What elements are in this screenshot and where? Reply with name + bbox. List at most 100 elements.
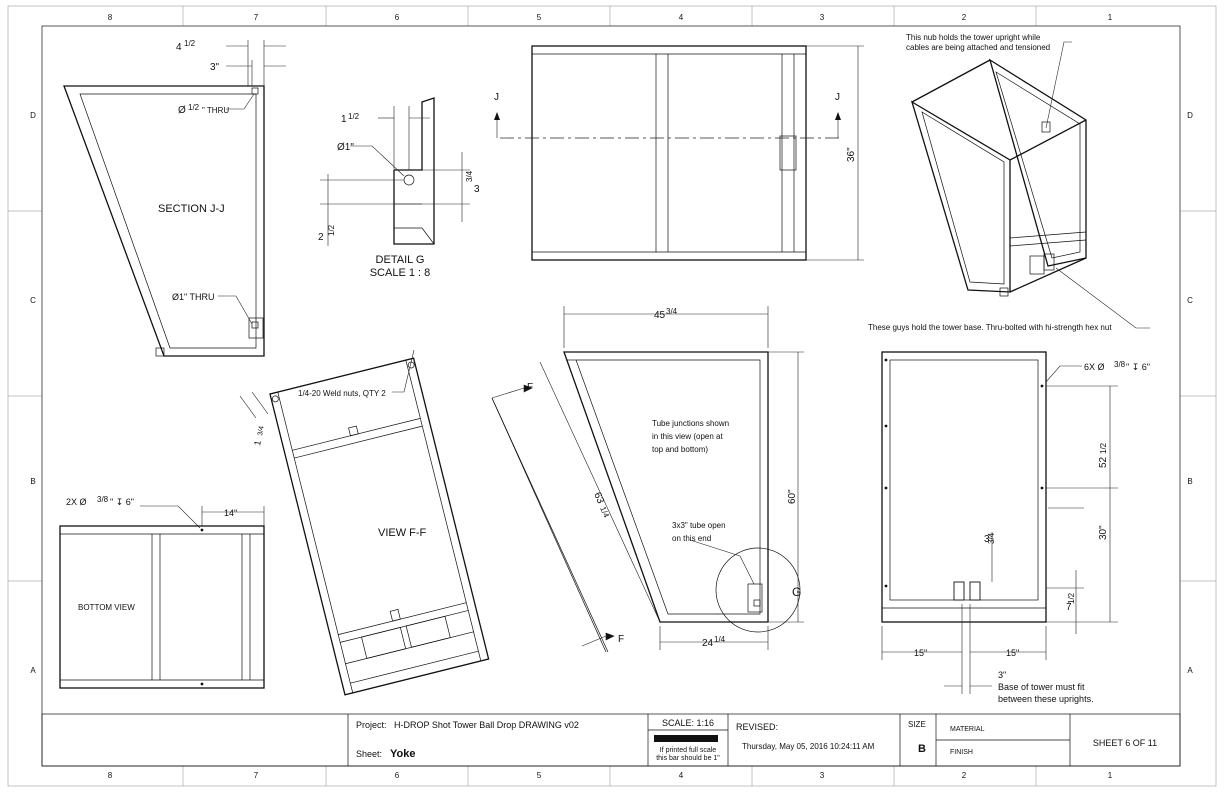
zone-col-bottom-6: 6 — [395, 771, 400, 780]
zone-row-right-d: D — [1187, 111, 1193, 120]
iso-note-nub-2: cables are being attached and tensioned — [906, 43, 1050, 52]
side-view-width-dim: 45 — [654, 310, 666, 321]
bottom-view-holes-frac: 3/8 — [97, 495, 109, 504]
sheet-number: SHEET 6 OF 11 — [1093, 738, 1157, 748]
view-ff-weld-nuts: 1/4-20 Weld nuts, QTY 2 — [298, 389, 386, 398]
zone-col-bottom-8: 8 — [108, 771, 113, 780]
scale-note-1: If printed full scale — [660, 747, 717, 754]
scale-note-2: this bar should be 1" — [656, 755, 720, 762]
side-view-note-junctions-3: top and bottom) — [652, 445, 708, 454]
detail-g-title: DETAIL G — [376, 254, 425, 266]
zone-col-bottom-3: 3 — [820, 771, 825, 780]
side-view-bottom-dim: 24 — [702, 638, 714, 649]
scale-bar — [654, 735, 718, 742]
view-ff-title: VIEW F-F — [378, 527, 427, 539]
front-view: 6X Ø 3/8 " ↧ 6" 52 1/2 30" 3 3/4 7 1/2 1… — [881, 351, 1150, 704]
front-view-holes-frac: 3/8 — [1114, 360, 1126, 369]
front-view-dim-15-left: 15" — [914, 648, 927, 658]
top-view: J J 36" — [494, 45, 864, 261]
top-view-section-j-left: J — [494, 92, 499, 103]
section-jj-dim-top: 4 — [176, 42, 182, 53]
zone-col-bottom-2: 2 — [962, 771, 967, 780]
zone-row-left-c: C — [30, 296, 36, 305]
side-view-diag-dim: 63 — [591, 491, 606, 506]
bottom-view-dim-14: 14" — [224, 508, 237, 518]
side-view-note-tube-2: on this end — [672, 534, 711, 543]
zone-row-right-b: B — [1187, 477, 1192, 486]
front-view-dim-7-frac: 1/2 — [1067, 592, 1076, 604]
front-view-dim-15-right: 15" — [1006, 648, 1019, 658]
side-view-note-junctions-1: Tube junctions shown — [652, 419, 729, 428]
project-label: Project: — [356, 720, 387, 730]
title-block: Project: H-DROP Shot Tower Ball Drop DRA… — [41, 713, 1181, 767]
detail-g-dim-d-frac: 1/2 — [327, 224, 336, 236]
top-view-height-dim: 36" — [846, 147, 857, 162]
revised-value: Thursday, May 05, 2016 10:24:11 AM — [742, 742, 875, 751]
detail-g-dim-a: 1 — [341, 114, 347, 125]
detail-g-dim-b: Ø1" — [337, 142, 354, 153]
zone-col-bottom-5: 5 — [537, 771, 542, 780]
front-view-holes: 6X Ø — [1084, 362, 1105, 372]
bottom-view: 2X Ø 3/8 " ↧ 6" 14" BOTTOM VIEW — [59, 495, 265, 689]
material-label: MATERIAL — [950, 726, 985, 733]
section-jj-hole-bottom: Ø1" THRU — [172, 292, 215, 302]
iso-note-base: These guys hold the tower base. Thru-bol… — [868, 323, 1112, 332]
finish-label: FINISH — [950, 749, 973, 756]
section-jj-view: 4 1/2 3" Ø 1/2 " THRU Ø1" THRU SECTION J… — [63, 39, 286, 357]
bottom-view-title: BOTTOM VIEW — [78, 603, 135, 612]
sheet-label: Sheet: — [356, 749, 382, 759]
top-view-section-j-right: J — [835, 92, 840, 103]
front-view-dim-3-frac: 3/4 — [987, 532, 996, 544]
section-jj-hole-top: Ø — [178, 105, 186, 116]
section-jj-hole-top-suffix: " THRU — [202, 106, 229, 115]
zone-col-top-6: 6 — [395, 13, 400, 22]
zone-col-bottom-1: 1 — [1108, 771, 1113, 780]
front-view-dim-7: 7 — [1066, 602, 1072, 613]
side-view-note-tube-1: 3x3" tube open — [672, 521, 726, 530]
side-view-height-dim: 60" — [787, 489, 798, 504]
zone-col-bottom-4: 4 — [679, 771, 684, 780]
detail-g-scale: SCALE 1 : 8 — [370, 267, 431, 279]
side-view-bottom-frac: 1/4 — [714, 635, 726, 644]
project-value: H-DROP Shot Tower Ball Drop DRAWING v02 — [394, 720, 579, 730]
scale-label: SCALE: 1:16 — [662, 718, 714, 728]
view-ff-dim-small-frac: 3/4 — [257, 425, 266, 436]
section-jj-title: SECTION J-J — [158, 203, 225, 215]
side-view-detail-g: G — [792, 585, 801, 599]
side-view: F F 45 3/4 63 1/4 60" Tube junctions sho… — [491, 306, 804, 653]
zone-row-left-b: B — [30, 477, 35, 486]
side-view-width-frac: 3/4 — [666, 307, 678, 316]
zone-labels: 8 7 6 5 4 3 2 1 8 7 6 5 4 3 2 1 D C B A … — [30, 13, 1193, 780]
section-jj-dim-top-frac: 1/2 — [184, 39, 196, 48]
zone-col-top-7: 7 — [254, 13, 259, 22]
front-view-note-base-1: Base of tower must fit — [998, 682, 1085, 692]
side-view-f-bottom: F — [618, 634, 624, 645]
front-view-dim-3: 3 — [984, 534, 990, 545]
zone-row-right-c: C — [1187, 296, 1193, 305]
sheet-value: Yoke — [390, 748, 415, 760]
front-view-dim-3in: 3" — [998, 670, 1006, 680]
detail-g-view: 1 1/2 Ø1" 3 3/4 2 1/2 DETAIL G SCALE 1 :… — [318, 97, 480, 279]
revised-label: REVISED: — [736, 722, 778, 732]
zone-row-right-a: A — [1187, 666, 1193, 675]
zone-col-top-5: 5 — [537, 13, 542, 22]
front-view-dim-52-frac: 1/2 — [1099, 442, 1108, 454]
front-view-note-base-2: between these uprights. — [998, 694, 1094, 704]
zone-col-top-4: 4 — [679, 13, 684, 22]
isometric-view: This nub holds the tower upright while c… — [868, 33, 1150, 332]
front-view-dim-30: 30" — [1098, 525, 1109, 540]
zone-col-top-3: 3 — [820, 13, 825, 22]
view-ff-dim-small: 1 — [252, 440, 263, 447]
detail-g-dim-c: 3 — [474, 184, 480, 195]
front-view-dim-52: 52 — [1098, 456, 1109, 468]
bottom-view-holes: 2X Ø — [66, 497, 87, 507]
size-value: B — [918, 743, 926, 755]
front-view-holes-suffix: " ↧ 6" — [1126, 362, 1150, 372]
view-ff: 1/4-20 Weld nuts, QTY 2 1 3/4 VIEW F-F — [239, 349, 490, 696]
section-jj-dim-second: 3" — [210, 62, 220, 73]
zone-col-bottom-7: 7 — [254, 771, 259, 780]
iso-note-nub-1: This nub holds the tower upright while — [906, 33, 1041, 42]
zone-col-top-1: 1 — [1108, 13, 1113, 22]
detail-g-dim-d: 2 — [318, 232, 324, 243]
